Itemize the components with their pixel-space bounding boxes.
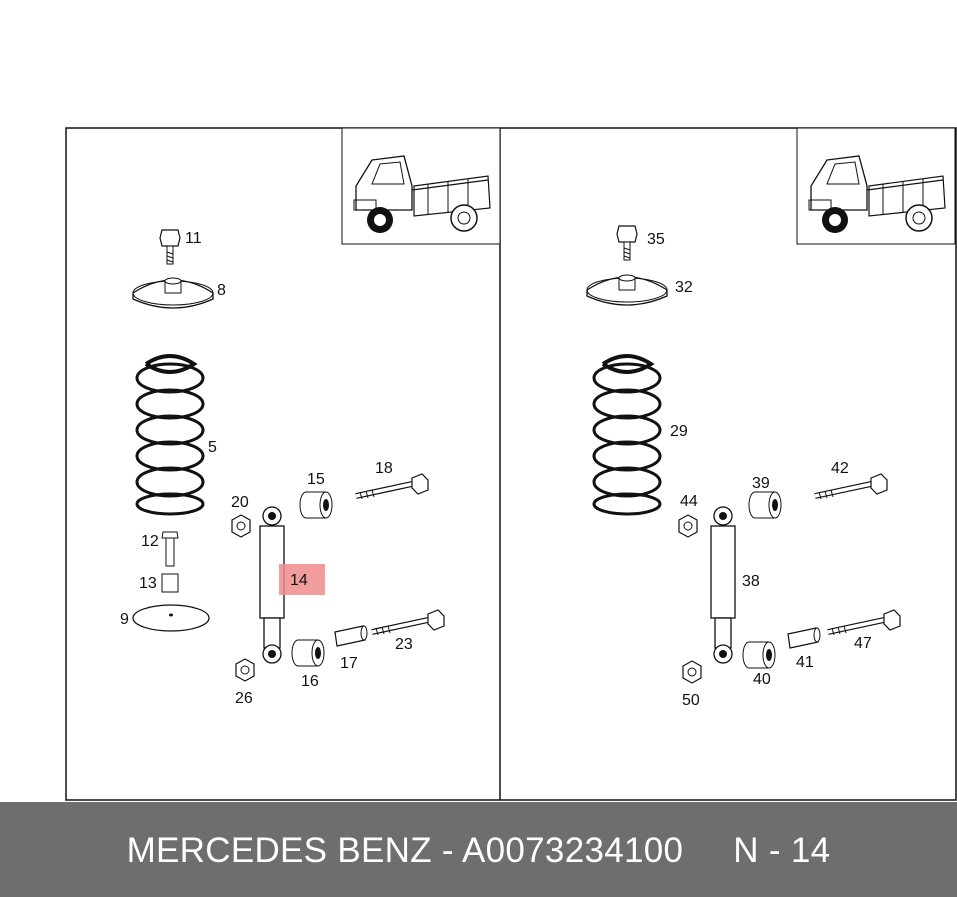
label-26: 26 xyxy=(235,690,253,707)
right-panel: 35 32 29 44 39 42 38 50 40 41 47 xyxy=(586,127,956,709)
label-50: 50 xyxy=(682,692,700,709)
label-13: 13 xyxy=(139,575,157,592)
highlight-box xyxy=(279,564,325,595)
label-44: 44 xyxy=(680,493,698,510)
bolt-42[interactable] xyxy=(815,474,887,499)
truck-thumbnail xyxy=(341,127,501,245)
spacer-13[interactable] xyxy=(161,573,179,593)
nut-20[interactable] xyxy=(231,514,251,538)
spring-seat-8[interactable] xyxy=(132,277,214,309)
bush-16[interactable] xyxy=(291,639,325,667)
label-12: 12 xyxy=(141,533,159,550)
bolt-35[interactable] xyxy=(616,225,638,261)
bush-40[interactable] xyxy=(742,641,776,669)
footer-caption: MERCEDES BENZ - A0073234100 N - 14 xyxy=(0,831,957,871)
bolt-23[interactable] xyxy=(372,610,444,635)
bolt-18[interactable] xyxy=(356,474,428,499)
label-14: 14 xyxy=(290,572,308,589)
part-number: A0073234100 xyxy=(461,831,684,870)
label-18: 18 xyxy=(375,460,393,477)
nut-26[interactable] xyxy=(235,658,255,682)
bolt-47[interactable] xyxy=(828,610,900,635)
shock-absorber-38[interactable] xyxy=(710,506,736,664)
label-23: 23 xyxy=(395,636,413,653)
label-29: 29 xyxy=(670,423,688,440)
spring-seat-32[interactable] xyxy=(586,274,668,306)
diagram-position: N - 14 xyxy=(733,831,831,870)
bush-39[interactable] xyxy=(748,491,782,519)
coil-spring-29[interactable] xyxy=(592,354,662,516)
sleeve-17[interactable] xyxy=(334,625,368,647)
footer-bar: MERCEDES BENZ - A0073234100 N - 14 xyxy=(0,802,957,897)
label-5: 5 xyxy=(208,439,217,456)
label-38: 38 xyxy=(742,573,760,590)
bolt-12[interactable] xyxy=(161,531,179,567)
bolt-11[interactable] xyxy=(159,229,181,265)
nut-44[interactable] xyxy=(678,514,698,538)
label-8: 8 xyxy=(217,282,226,299)
coil-spring-5[interactable] xyxy=(135,354,205,516)
bush-15[interactable] xyxy=(299,491,333,519)
label-9: 9 xyxy=(120,611,129,628)
label-47: 47 xyxy=(854,635,872,652)
plate-9[interactable] xyxy=(132,604,210,632)
label-15: 15 xyxy=(307,471,325,488)
left-panel: 11 8 5 20 15 18 12 13 9 14 26 16 17 23 xyxy=(120,127,501,707)
label-40: 40 xyxy=(753,671,771,688)
label-32: 32 xyxy=(675,279,693,296)
label-39: 39 xyxy=(752,475,770,492)
separator: - xyxy=(431,831,462,870)
label-11: 11 xyxy=(185,230,202,247)
label-42: 42 xyxy=(831,460,849,477)
label-41: 41 xyxy=(796,654,814,671)
label-16: 16 xyxy=(301,673,319,690)
nut-50[interactable] xyxy=(682,660,702,684)
sleeve-41[interactable] xyxy=(787,627,821,649)
label-17: 17 xyxy=(340,655,358,672)
brand-name: MERCEDES BENZ xyxy=(126,831,432,870)
label-20: 20 xyxy=(231,494,249,511)
label-35: 35 xyxy=(647,231,665,248)
truck-thumbnail-right xyxy=(796,127,956,245)
